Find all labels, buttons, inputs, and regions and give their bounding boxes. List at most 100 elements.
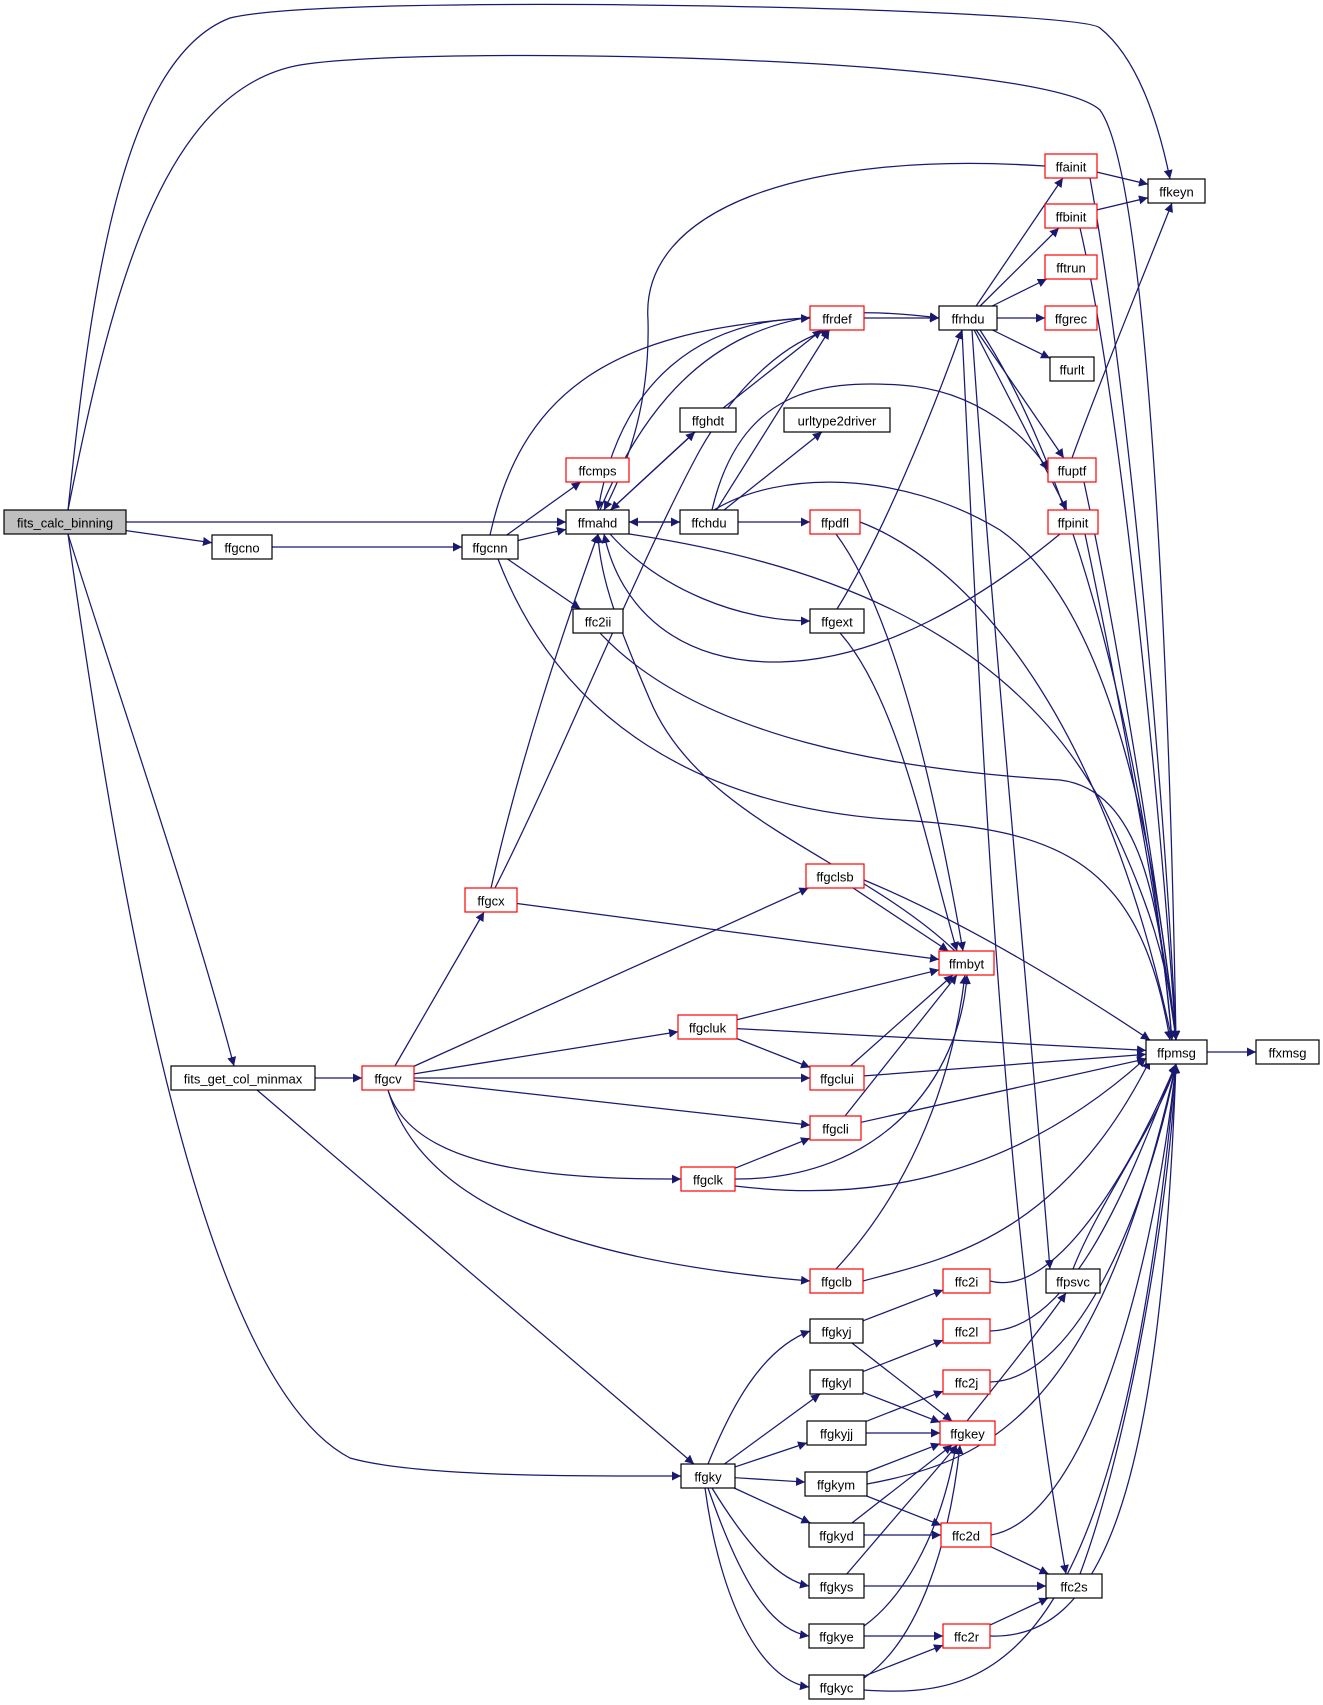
node-ffgkey[interactable]: ffgkey: [939, 1420, 996, 1446]
node-label: ffchdu: [691, 516, 726, 531]
edge-ffchdu-to-ffuptf: [711, 383, 1049, 511]
node-ffgkyj[interactable]: ffgkyj: [809, 1318, 864, 1344]
node-ffgkyd[interactable]: ffgkyd: [808, 1522, 865, 1548]
node-ffchdu[interactable]: ffchdu: [679, 509, 739, 535]
node-ffc2d[interactable]: ffc2d: [940, 1522, 992, 1548]
node-box: [565, 457, 630, 483]
edge-ffc2d-to-ffc2s: [990, 1546, 1049, 1575]
node-ffgrec[interactable]: ffgrec: [1044, 305, 1098, 331]
node-ffuptf[interactable]: ffuptf: [1047, 457, 1097, 483]
node-ffc2i[interactable]: ffc2i: [942, 1268, 991, 1294]
node-ffgcnn[interactable]: ffgcnn: [461, 534, 519, 560]
node-label: fits_calc_binning: [17, 516, 113, 531]
node-ffpmsg[interactable]: ffpmsg: [1145, 1039, 1208, 1065]
edge-ffrhdu-to-ffuptf: [975, 329, 1065, 459]
edge-fits_calc_binning-to-ffgky: [67, 533, 682, 1481]
node-ffrhdu[interactable]: ffrhdu: [938, 305, 998, 331]
node-box: [170, 1065, 316, 1091]
node-ffmbyt[interactable]: ffmbyt: [938, 950, 995, 976]
node-ffxmsg[interactable]: ffxmsg: [1255, 1039, 1320, 1065]
node-label: ffpsvc: [1056, 1275, 1090, 1290]
edge-ffgky-to-ffgkyc: [704, 1487, 810, 1691]
node-label: ffc2i: [955, 1275, 979, 1290]
node-box: [1045, 1268, 1101, 1294]
node-fftrun[interactable]: fftrun: [1044, 254, 1098, 280]
edge-ffc2i-to-ffpmsg: [989, 1063, 1177, 1284]
node-fits_calc_binning[interactable]: fits_calc_binning: [3, 509, 127, 535]
node-box: [806, 1420, 867, 1446]
node-ffpdfl[interactable]: ffpdfl: [809, 509, 861, 535]
node-box: [680, 1166, 736, 1192]
node-ffgkyc[interactable]: ffgkyc: [808, 1674, 865, 1700]
node-ffgkyjj[interactable]: ffgkyjj: [806, 1420, 867, 1446]
node-ffbinit[interactable]: ffbinit: [1044, 203, 1098, 229]
edge-ffgkyjj-to-ffc2j: [865, 1390, 944, 1423]
edge-ffgext-to-ffrhdu: [836, 329, 964, 610]
node-ffgcno[interactable]: ffgcno: [211, 534, 273, 560]
node-ffpinit[interactable]: ffpinit: [1047, 509, 1099, 535]
edge-ffgcv-to-ffgclk: [387, 1089, 682, 1184]
node-box: [461, 534, 519, 560]
node-ffkeyn[interactable]: ffkeyn: [1147, 178, 1206, 204]
node-urltype2driver[interactable]: urltype2driver: [783, 407, 891, 433]
node-ffgkyl[interactable]: ffgkyl: [809, 1369, 864, 1395]
node-ffgclb[interactable]: ffgclb: [809, 1268, 864, 1294]
node-label: ffc2j: [955, 1376, 979, 1391]
node-box: [679, 407, 737, 433]
node-label: ffc2r: [954, 1630, 980, 1645]
node-box: [1044, 153, 1098, 179]
node-ffgkym[interactable]: ffgkym: [804, 1471, 868, 1497]
node-label: ffgky: [694, 1470, 722, 1485]
edge-ffrhdu-to-ffurlt: [992, 329, 1051, 359]
edge-ffgcnn-to-ffcmps: [506, 481, 582, 536]
edge-ffc2l-to-ffpmsg: [989, 1063, 1177, 1332]
node-ffgkys[interactable]: ffgkys: [808, 1573, 865, 1599]
node-ffc2l[interactable]: ffc2l: [942, 1318, 991, 1344]
edge-ffainit-to-ffmahd: [603, 162, 1046, 511]
edge-ffgkyj-to-ffgkey: [851, 1342, 953, 1422]
node-ffainit[interactable]: ffainit: [1044, 153, 1098, 179]
node-ffc2s[interactable]: ffc2s: [1045, 1573, 1103, 1599]
node-ffcmps[interactable]: ffcmps: [565, 457, 630, 483]
node-box: [805, 863, 865, 889]
node-ffgclui[interactable]: ffgclui: [809, 1065, 865, 1091]
node-ffurlt[interactable]: ffurlt: [1049, 356, 1095, 382]
edge-ffmahd-to-ffgext: [609, 533, 811, 626]
node-label: ffgcx: [477, 894, 505, 909]
node-box: [1047, 457, 1097, 483]
edge-ffgclui-to-ffmbyt: [850, 974, 954, 1067]
node-ffgcx[interactable]: ffgcx: [464, 887, 518, 913]
edge-ffgkey-to-ffpsvc: [966, 1292, 1067, 1422]
edge-ffmahd-to-ffrhdu: [599, 312, 940, 511]
node-label: ffghdt: [692, 414, 725, 429]
node-label: ffgkyd: [819, 1529, 853, 1544]
edge-ffgkyl-to-ffc2l: [862, 1339, 944, 1373]
node-fits_get_col_minmax[interactable]: fits_get_col_minmax: [170, 1065, 316, 1091]
edge-ffgcx-to-ffmbyt: [516, 902, 940, 963]
node-ffmahd[interactable]: ffmahd: [565, 509, 630, 535]
node-ffgclsb[interactable]: ffgclsb: [805, 863, 865, 889]
node-ffghdt[interactable]: ffghdt: [679, 407, 737, 433]
node-ffgclk[interactable]: ffgclk: [680, 1166, 736, 1192]
node-ffgcluk[interactable]: ffgcluk: [677, 1014, 738, 1040]
node-ffc2ii[interactable]: ffc2ii: [572, 608, 624, 634]
edge-ffgcnn-to-ffrdef: [489, 314, 811, 536]
node-ffc2r[interactable]: ffc2r: [942, 1623, 991, 1649]
node-label: ffmbyt: [949, 957, 985, 972]
node-label: ffrdef: [822, 312, 852, 327]
edge-ffgclb-to-ffpmsg: [862, 1059, 1151, 1282]
node-ffgcv[interactable]: ffgcv: [361, 1065, 415, 1091]
node-label: ffkeyn: [1159, 185, 1193, 200]
node-box: [808, 1522, 865, 1548]
node-ffrdef[interactable]: ffrdef: [809, 305, 865, 331]
node-ffgcli[interactable]: ffgcli: [809, 1115, 862, 1141]
node-ffgext[interactable]: ffgext: [809, 608, 865, 634]
node-ffgky[interactable]: ffgky: [680, 1463, 736, 1489]
edge-ffgky-to-ffgkyd: [733, 1487, 811, 1524]
edge-ffghdt-to-ffmahd: [610, 431, 696, 511]
node-ffpsvc[interactable]: ffpsvc: [1045, 1268, 1101, 1294]
edge-ffc2j-to-ffpmsg: [989, 1063, 1179, 1383]
node-ffgkye[interactable]: ffgkye: [808, 1623, 865, 1649]
node-box: [809, 1115, 862, 1141]
node-ffc2j[interactable]: ffc2j: [942, 1369, 991, 1395]
